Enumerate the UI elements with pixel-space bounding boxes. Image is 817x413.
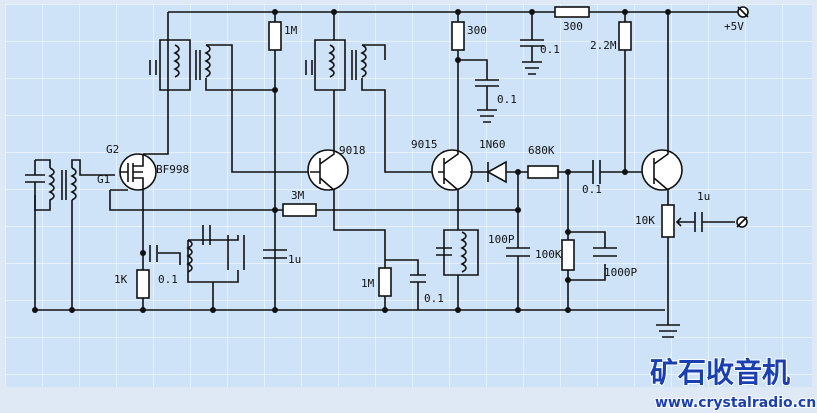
watermark-url: www.crystalradio.cn <box>655 395 816 411</box>
label-c-1u-mid: 1u <box>288 253 301 266</box>
capacitor-1u-mid <box>263 207 287 313</box>
capacitor-100p <box>506 169 530 313</box>
label-r-1k: 1K <box>114 273 128 286</box>
if-transformer-2 <box>305 9 440 173</box>
resistor-1k <box>136 253 150 313</box>
capacitor-0.1-coupling <box>592 160 625 184</box>
label-r-22m: 2.2M <box>590 39 617 52</box>
label-q-9015: 9015 <box>411 138 438 151</box>
label-r-100k: 100K <box>535 248 562 261</box>
label-g2: G2 <box>106 143 119 156</box>
label-c-01-d: 0.1 <box>424 292 444 305</box>
transistor-9018 <box>307 135 386 310</box>
label-r-1m-low: 1M <box>361 277 375 290</box>
capacitor-0.1-top <box>520 9 544 75</box>
label-c-1u-out: 1u <box>697 190 710 203</box>
label-c-1000p: 1000P <box>604 266 637 279</box>
label-c-100p: 100P <box>488 233 515 246</box>
label-r-1m-top: 1M <box>284 24 298 37</box>
label-r-300-mid: 300 <box>467 24 487 37</box>
detector-tank <box>436 229 479 313</box>
watermark-brand: 矿石收音机 <box>650 356 790 389</box>
label-plus5v: +5V <box>724 20 744 33</box>
label-c-01-b: 0.1 <box>582 183 602 196</box>
label-c-01-c: 0.1 <box>158 273 178 286</box>
resistor-1m-top <box>268 9 282 310</box>
label-c-01-a: 0.1 <box>497 93 517 106</box>
label-g1: G1 <box>97 173 110 186</box>
if-transformer-1 <box>149 39 320 173</box>
input-tank-circuit <box>25 159 115 313</box>
resistor-1m-low <box>378 259 426 313</box>
resistor-680k <box>527 165 593 179</box>
transistor-output <box>641 9 748 338</box>
filter-100k-1000p <box>561 172 617 313</box>
label-r-300-top: 300 <box>563 20 583 33</box>
transistor-9015 <box>431 9 499 230</box>
grid-lines <box>5 4 812 387</box>
label-r-680k: 680K <box>528 144 555 157</box>
mosfet-bf998 <box>110 12 169 253</box>
label-r-3m: 3M <box>291 189 305 202</box>
label-pot-10k: 10K <box>635 214 655 227</box>
label-d-1n60: 1N60 <box>479 138 506 151</box>
oscillator-tank <box>140 225 245 313</box>
resistor-2.2m <box>618 9 648 175</box>
label-q-9018: 9018 <box>339 144 366 157</box>
resistor-3m <box>109 190 518 217</box>
label-c-01-top: 0.1 <box>540 43 560 56</box>
supply-rail <box>168 6 749 18</box>
label-bf998: BF998 <box>156 163 189 176</box>
